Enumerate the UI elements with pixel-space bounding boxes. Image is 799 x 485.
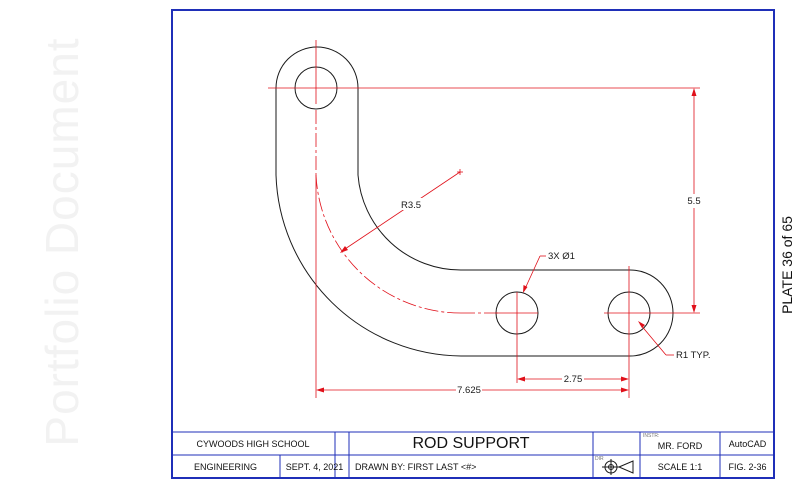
software-name: AutoCAD [728,438,767,449]
title-block: CYWOODS HIGH SCHOOL ROD SUPPORT INSTR: M… [171,432,775,479]
school-name: CYWOODS HIGH SCHOOL [196,438,310,449]
instructor-label: INSTR: [643,433,660,439]
arrow-short-right [621,376,629,382]
arrow-vertical-bottom [691,305,697,313]
instructor-name: MR. FORD [657,440,703,451]
arrow-long-left [316,387,324,393]
projection-symbol-icon [602,459,634,475]
center-line-arc [315,174,462,314]
drawing-date: SEPT. 4, 2021 [285,462,344,472]
arrow-radius-large [340,246,348,253]
arrow-holes [523,285,528,293]
arrow-long-right [621,387,629,393]
title-block-grid [171,431,775,479]
leader-holes [523,255,541,292]
leader-radius-small [639,323,667,356]
plate-number: PLATE 36 of 65 [779,216,795,314]
drawing-title: ROD SUPPORT [412,434,530,452]
rod-support-outline [275,46,674,357]
dim-radius-large-text: R3.5 [401,200,421,211]
dim-short-text: 2.75 [564,374,583,385]
projection-label: DIR [595,456,604,462]
drawing-sheet-border [171,9,775,479]
dim-long-text: 7.625 [457,385,481,396]
figure-number: FIG. 2-36 [728,462,767,472]
dim-radius-small-text: R1 TYP. [676,350,711,361]
drawn-by: DRAWN BY: FIRST LAST <#> [355,462,477,472]
arrow-vertical-top [691,88,697,96]
dim-holes-text: 3X Ø1 [548,251,575,262]
dim-vertical-text: 5.5 [687,196,700,207]
department: ENGINEERING [193,462,257,472]
arrow-short-left [517,376,525,382]
leader-radius-large [341,171,461,252]
drawing-scale: SCALE 1:1 [657,462,703,472]
arrow-radius-small [638,321,645,328]
